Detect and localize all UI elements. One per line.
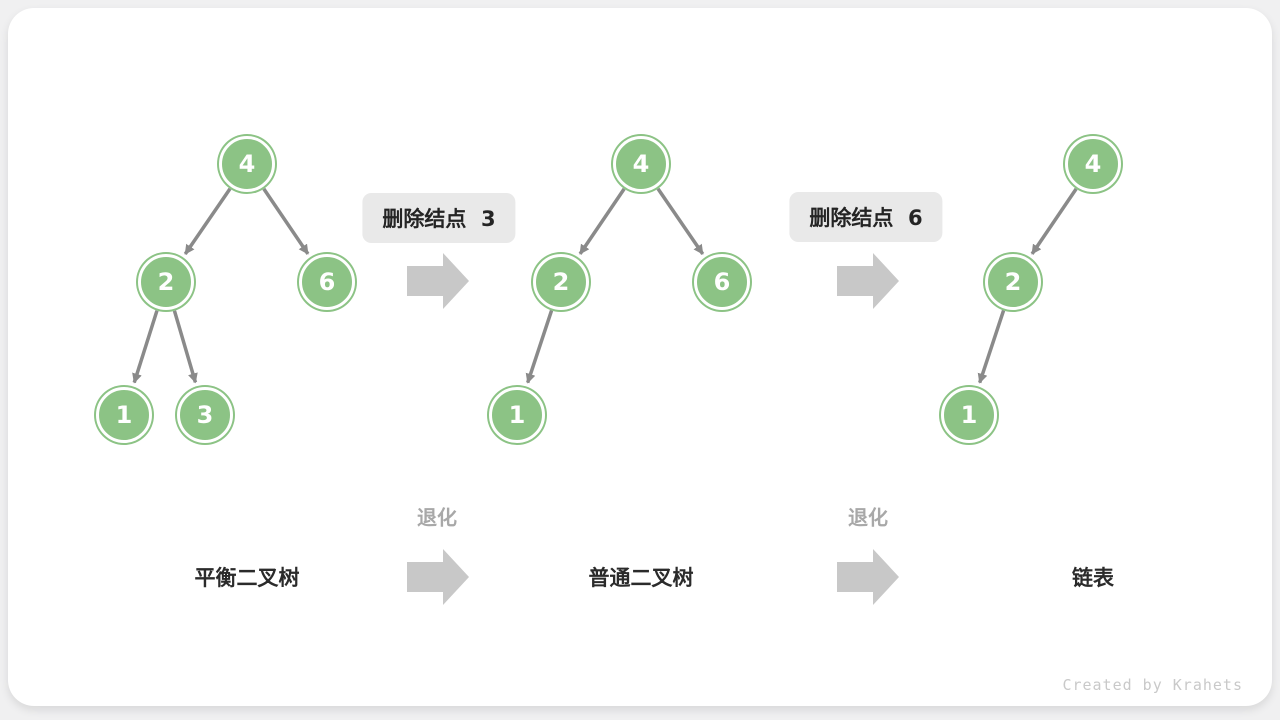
tree-node-balanced-binary-tree-2: 2 bbox=[138, 254, 194, 310]
tree-edge-arrow bbox=[977, 309, 1006, 384]
degrade-label-2: 退化 bbox=[848, 505, 888, 530]
tree-node-ordinary-binary-tree-4: 4 bbox=[613, 136, 669, 192]
tree-node-ordinary-binary-tree-2: 2 bbox=[533, 254, 589, 310]
tree-node-balanced-binary-tree-4: 4 bbox=[219, 136, 275, 192]
degrade-block-arrow-1 bbox=[407, 549, 469, 605]
label-ordinary-binary-tree: 普通二叉树 bbox=[588, 566, 694, 590]
tree-edge-arrow bbox=[183, 187, 232, 255]
tree-edge-arrow bbox=[656, 187, 705, 255]
tree-edge-arrow bbox=[172, 310, 198, 384]
tree-edge-arrow bbox=[1030, 187, 1078, 255]
tree-node-balanced-binary-tree-3: 3 bbox=[177, 387, 233, 443]
operation-label-delete-node-3: 删除结点 3 bbox=[362, 193, 516, 243]
degrade-block-arrow-2 bbox=[837, 549, 899, 605]
diagram-card bbox=[8, 8, 1272, 706]
operation-block-arrow-2 bbox=[837, 253, 899, 309]
tree-edge-arrow bbox=[578, 187, 626, 255]
tree-node-balanced-binary-tree-6: 6 bbox=[299, 254, 355, 310]
tree-node-ordinary-binary-tree-6: 6 bbox=[694, 254, 750, 310]
degrade-label-1: 退化 bbox=[417, 505, 457, 530]
tree-edge-arrow bbox=[525, 309, 554, 384]
operation-block-arrow-1 bbox=[407, 253, 469, 309]
tree-edge-arrow bbox=[132, 310, 159, 384]
operation-label-delete-node-6: 删除结点 6 bbox=[789, 192, 943, 242]
tree-edge-arrow bbox=[262, 187, 310, 255]
tree-node-ordinary-binary-tree-1: 1 bbox=[489, 387, 545, 443]
tree-node-linked-list-4: 4 bbox=[1065, 136, 1121, 192]
tree-node-linked-list-1: 1 bbox=[941, 387, 997, 443]
tree-node-balanced-binary-tree-1: 1 bbox=[96, 387, 152, 443]
label-linked-list: 链表 bbox=[1072, 566, 1114, 590]
tree-node-linked-list-2: 2 bbox=[985, 254, 1041, 310]
watermark-credit: Created by Krahets bbox=[1062, 676, 1243, 694]
label-balanced-binary-tree: 平衡二叉树 bbox=[194, 566, 300, 590]
